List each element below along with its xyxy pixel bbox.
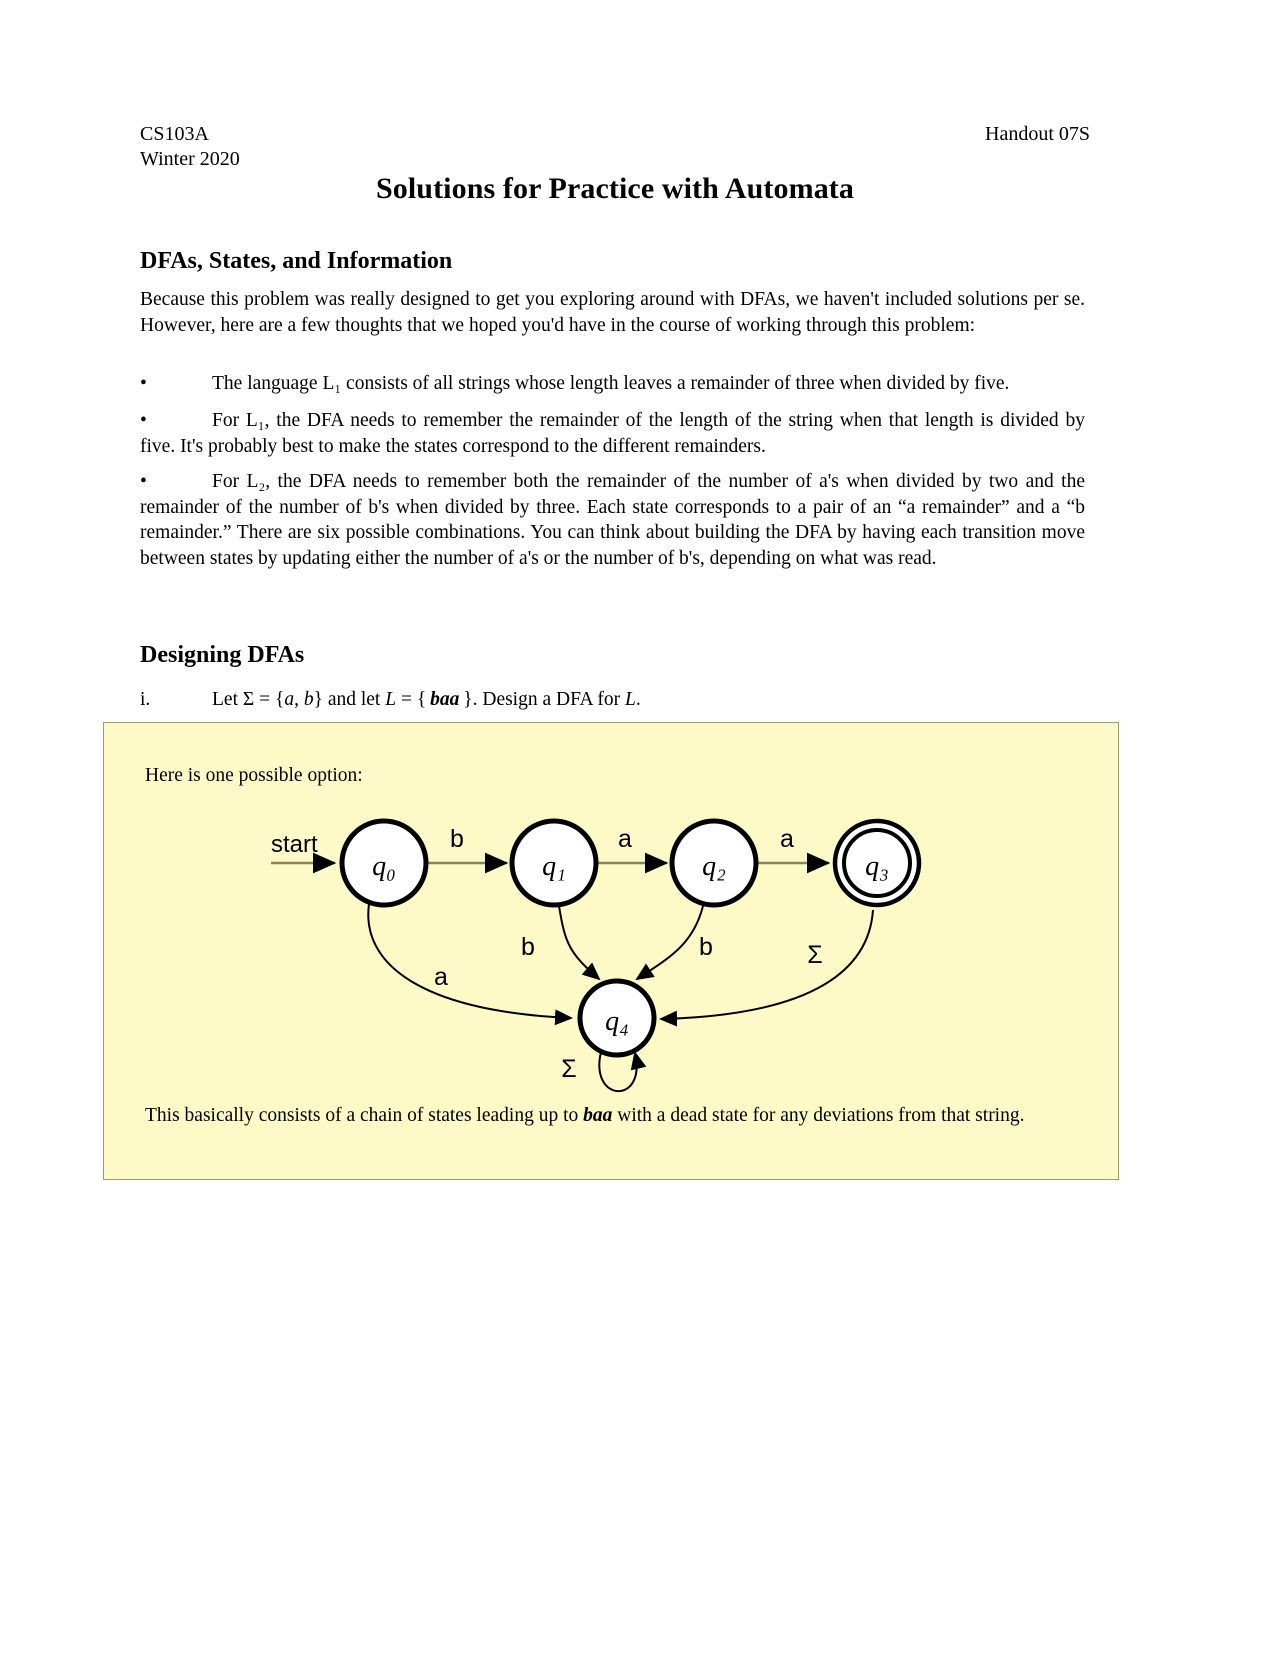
page-header: CS103A Handout 07S — [140, 122, 1090, 147]
edge-label-q1-q4: b — [521, 933, 535, 961]
bullet-icon — [140, 469, 212, 495]
dfa-svg: start b a a a b b Σ — [271, 818, 922, 1092]
heading-dfas-states-information: DFAs, States, and Information — [140, 248, 453, 274]
bullet-text: The language L₁ consists of all strings … — [212, 373, 1010, 394]
edge-label-q0-q1: b — [450, 825, 464, 853]
edge-q0-q4 — [367, 903, 573, 1026]
edge-label-q4-self: Σ — [561, 1055, 576, 1083]
edge-q2-q4 — [635, 905, 704, 981]
page-title: Solutions for Practice with Automata — [375, 172, 854, 205]
list-item: For L₂, the DFA needs to remember both t… — [140, 469, 1085, 571]
course-code: CS103A — [140, 123, 209, 145]
edge-q1-q4 — [558, 905, 601, 981]
state-label-q4: q₄ — [605, 1006, 629, 1037]
edge-label-q0-q4: a — [434, 963, 448, 991]
bullet-text: For L₂, the DFA needs to remember both t… — [140, 471, 1085, 569]
answer-conclusion: This basically consists of a chain of st… — [145, 1105, 1025, 1126]
intro-paragraph: Because this problem was really designed… — [140, 289, 1085, 336]
state-node-q0[interactable]: q₀ — [339, 818, 429, 908]
start-label: start — [271, 831, 318, 858]
list-item: The language L₁ consists of all strings … — [140, 371, 1085, 397]
edge-q4-self — [598, 1051, 647, 1092]
edge-label-q2-q3: a — [780, 825, 794, 853]
answer-callout-box: Here is one possible option: start b — [103, 722, 1119, 1180]
state-node-q1[interactable]: q₁ — [509, 818, 599, 908]
state-label-q2: q₂ — [702, 851, 726, 882]
state-node-q3-accepting[interactable]: q₃ — [832, 818, 922, 908]
heading-designing-dfas: Designing DFAs — [140, 642, 305, 668]
state-label-q1: q₁ — [542, 851, 566, 882]
state-node-q2[interactable]: q₂ — [669, 818, 759, 908]
state-node-q4-dead[interactable]: q₄ — [577, 978, 657, 1058]
state-label-q0: q₀ — [372, 851, 396, 882]
problem-item-i: i. Let Σ = {a, b} and let L = { baa }. De… — [140, 687, 1085, 713]
edge-label-q2-q4: b — [699, 933, 713, 961]
answer-lead-in: Here is one possible option: — [145, 765, 363, 786]
item-number: i. — [140, 689, 151, 710]
list-item: For L₁, the DFA needs to remember the re… — [140, 408, 1085, 459]
edge-q3-q4 — [659, 909, 874, 1027]
handout-number: Handout 07S — [985, 123, 1090, 145]
edge-label-q1-q2: a — [618, 825, 632, 853]
edge-label-q3-q4: Σ — [807, 941, 822, 969]
bullet-text: For L₁, the DFA needs to remember the re… — [140, 410, 1085, 457]
state-label-q3: q₃ — [865, 851, 889, 882]
term-label: Winter 2020 — [140, 148, 240, 170]
bullet-icon — [140, 371, 212, 397]
dfa-diagram: start b a a a b b Σ — [269, 803, 949, 1093]
item-prompt: Let Σ = {a, b} and let L = { baa }. Desi… — [212, 689, 641, 710]
bullet-icon — [140, 408, 212, 434]
